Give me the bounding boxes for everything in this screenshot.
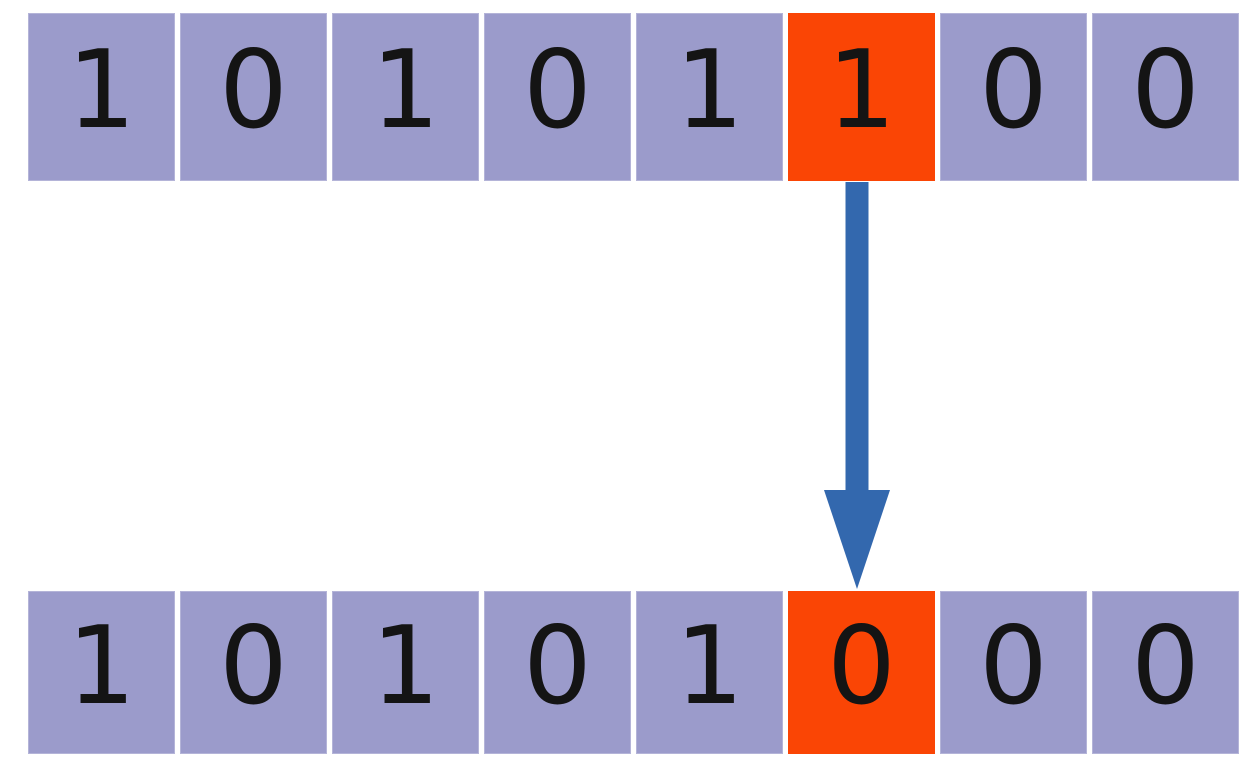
bit-cell: 0 — [940, 13, 1087, 181]
bit-cell-highlighted: 1 — [788, 13, 935, 181]
down-arrow-icon — [824, 182, 890, 589]
bit-cell: 0 — [484, 591, 631, 754]
bit-cell: 1 — [636, 13, 783, 181]
bit-cell: 0 — [1092, 13, 1239, 181]
bit-cell: 1 — [28, 591, 175, 754]
bit-cell: 0 — [180, 13, 327, 181]
bit-cell: 0 — [180, 591, 327, 754]
bit-cell: 0 — [484, 13, 631, 181]
bit-cell: 0 — [940, 591, 1087, 754]
bit-cell-highlighted: 0 — [788, 591, 935, 754]
down-arrow-shape — [824, 182, 890, 589]
bit-cell: 0 — [1092, 591, 1239, 754]
bit-cell: 1 — [332, 13, 479, 181]
bit-cell: 1 — [636, 591, 783, 754]
bit-cell: 1 — [28, 13, 175, 181]
bit-cell: 1 — [332, 591, 479, 754]
